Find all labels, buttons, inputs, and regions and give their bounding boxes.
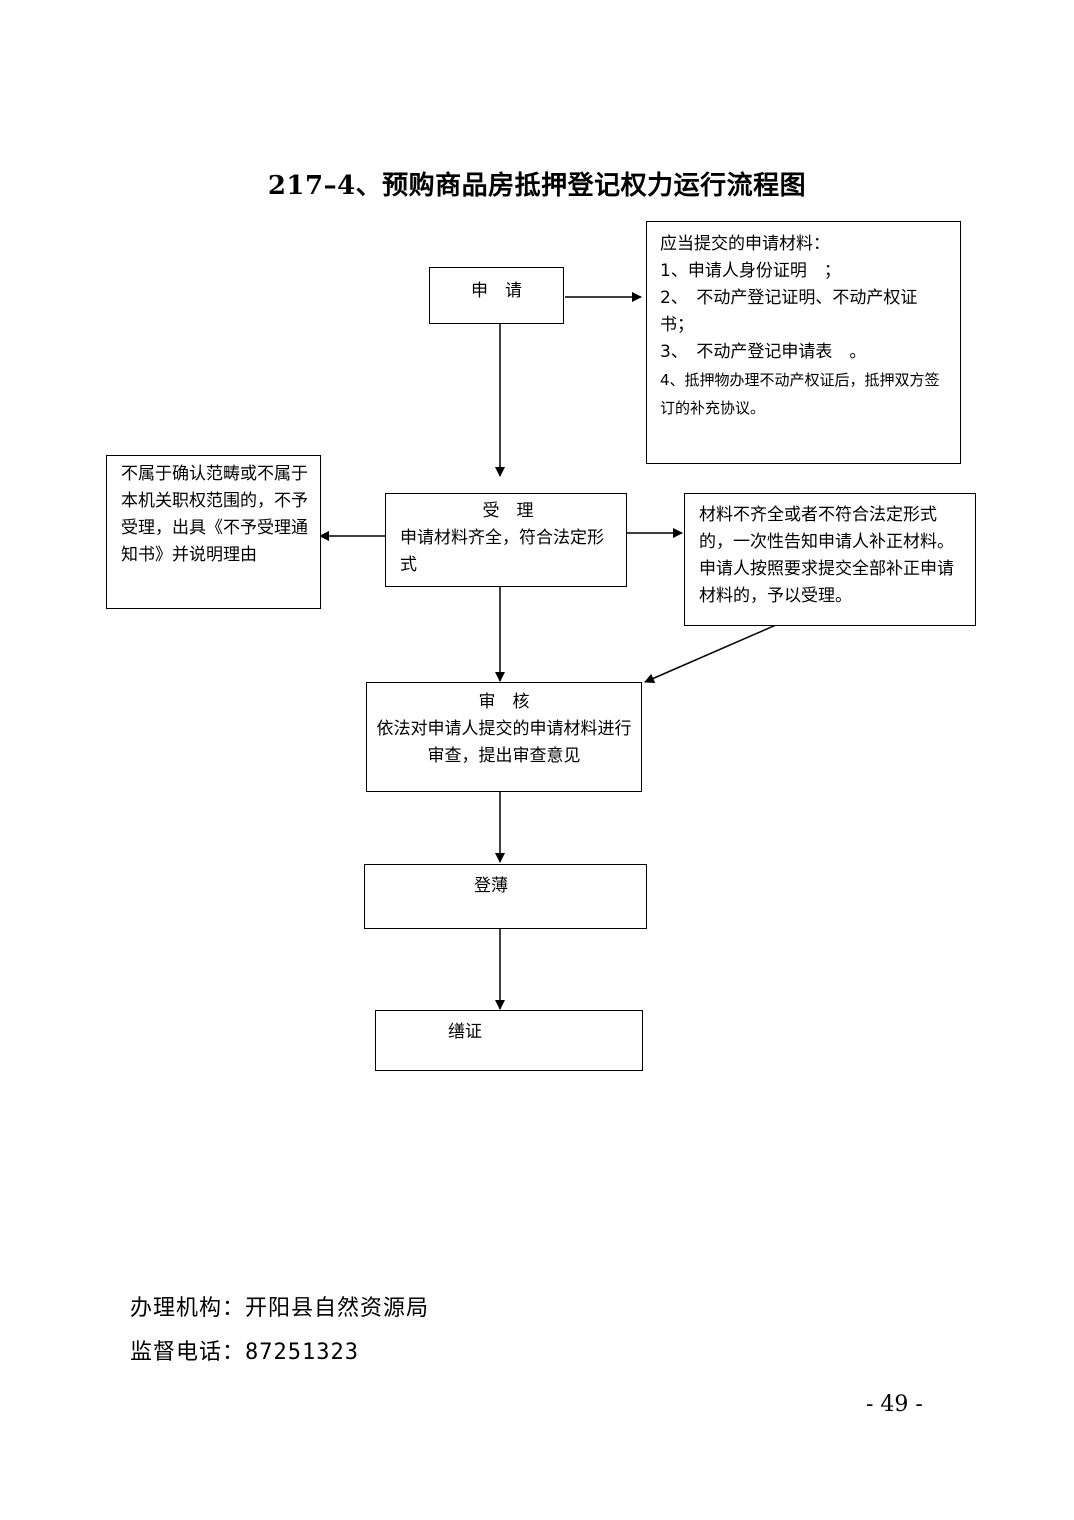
page-title: 217–4、预购商品房抵押登记权力运行流程图	[267, 171, 807, 201]
agency-name: 开阳县自然资源局	[245, 1296, 430, 1321]
page-number: - 49 -	[866, 1392, 923, 1417]
phone-number: 87251323	[245, 1340, 359, 1365]
materials-heading: 应当提交的申请材料：	[660, 234, 830, 254]
materials-item: 2、 不动产登记证明、不动产权证书；	[660, 288, 918, 335]
phone-line: 监督电话：87251323	[130, 1334, 359, 1366]
incomplete-text: 材料不齐全或者不符合法定形式的，一次性告知申请人补正材料。申请人按照要求提交全部…	[699, 505, 954, 606]
materials-box: 应当提交的申请材料： 1、申请人身份证明 ； 2、 不动产登记证明、不动产权证书…	[646, 221, 961, 464]
reject-box: 不属于确认范畴或不属于本机关职权范围的，不予受理，出具《不予受理通知书》并说明理…	[106, 455, 321, 609]
agency-label: 办理机构：	[130, 1296, 246, 1321]
materials-item: 3、 不动产登记申请表 。	[660, 342, 867, 362]
incomplete-box: 材料不齐全或者不符合法定形式的，一次性告知申请人补正材料。申请人按照要求提交全部…	[684, 493, 976, 626]
certificate-box: 缮证	[375, 1010, 643, 1071]
register-box: 登薄	[364, 864, 647, 929]
review-box: 审 核 依法对申请人提交的申请材料进行审查，提出审查意见	[366, 682, 642, 792]
accept-text: 申请材料齐全，符合法定形式	[400, 528, 604, 575]
certificate-label: 缮证	[448, 1022, 482, 1042]
register-label: 登薄	[474, 876, 508, 896]
accept-title: 受 理	[482, 501, 534, 521]
agency-line: 办理机构：开阳县自然资源局	[130, 1290, 429, 1322]
review-title: 审 核	[478, 692, 530, 712]
apply-label: 申 请	[471, 281, 522, 301]
review-text: 依法对申请人提交的申请材料进行审查，提出审查意见	[376, 719, 632, 766]
phone-label: 监督电话：	[130, 1340, 246, 1365]
accept-box: 受 理 申请材料齐全，符合法定形式	[385, 493, 627, 587]
materials-item: 4、抵押物办理不动产权证后，抵押双方签订的补充协议。	[660, 371, 940, 417]
apply-box: 申 请	[429, 267, 564, 324]
reject-text: 不属于确认范畴或不属于本机关职权范围的，不予受理，出具《不予受理通知书》并说明理…	[121, 464, 308, 565]
materials-item: 1、申请人身份证明 ；	[660, 261, 841, 281]
